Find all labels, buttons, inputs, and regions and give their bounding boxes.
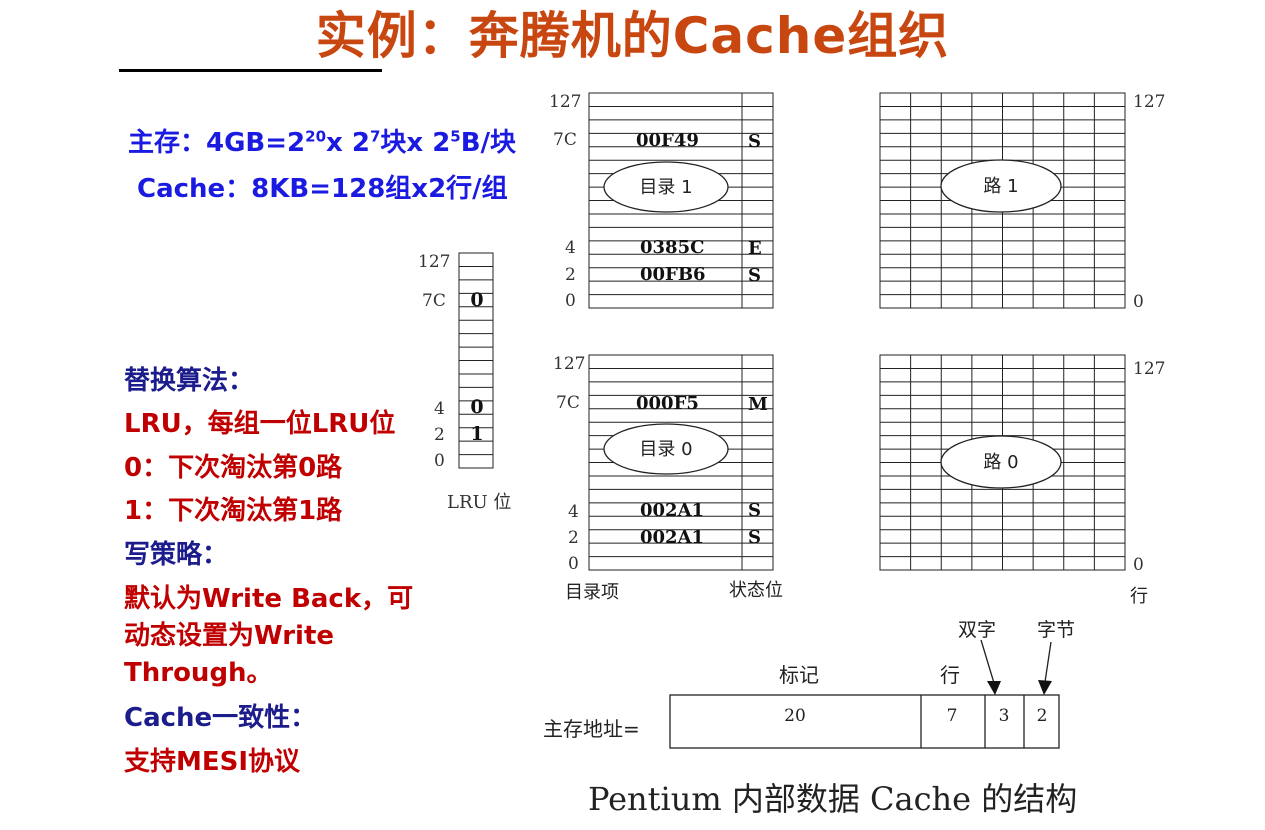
lru-bit-7c: 0 [470,289,483,311]
way0-ellipse [940,435,1062,489]
dir1-row-127: 127 [549,92,581,112]
dir0-state-2: S [748,527,761,548]
address-tag-title: 标记 [779,663,819,687]
address-box [669,694,1060,749]
dir0-row-4: 4 [568,502,579,522]
dir1-tag-2: 00FB6 [640,264,706,285]
dword-arrow-line [980,639,995,684]
address-byte-bits: 2 [1037,706,1048,726]
lru-row-7c: 7C [422,291,446,311]
dir0-col-entry: 目录项 [565,582,619,603]
lru-row-127: 127 [418,252,450,272]
byte-arrow-head [1038,680,1052,695]
dir1-state-4: E [748,238,762,259]
address-dword-title: 双字 [958,619,996,641]
address-line-title: 行 [940,663,960,687]
dir0-tag-7c: 000F5 [636,393,699,414]
dir1-tag-7c: 00F49 [636,130,699,151]
dir0-col-state: 状态位 [729,580,783,601]
cache-spec: Cache：8KB=128组x2行/组 [137,174,508,204]
dir1-row-7c: 7C [553,130,577,150]
dir1-state-2: S [748,265,761,286]
dir0-tag-2: 002A1 [640,527,704,548]
way0-label: 路 0 [983,452,1018,473]
write-heading: 写策略： [124,540,229,570]
replace-heading: 替换算法： [124,366,255,396]
lru-label: LRU 位 [447,492,511,513]
way1-row-0: 0 [1133,292,1144,312]
dir0-row-7c: 7C [556,393,580,413]
way1-label: 路 1 [983,176,1018,197]
dir0-ellipse [603,423,729,475]
coherence-value: 支持MESI协议 [124,747,301,777]
write-policy-line-2: 动态设置为Write [124,621,335,651]
way1-row-127: 127 [1133,92,1165,112]
dir1-ellipse [603,161,729,213]
lru-grid [458,252,494,469]
dir1-state-7c: S [748,131,761,152]
dir0-row-2: 2 [568,528,579,548]
figure-caption: Pentium 内部数据 Cache 的结构 [588,780,1078,818]
address-byte-title: 字节 [1037,619,1075,641]
page-title: 实例：奔腾机的Cache组织 [315,7,950,65]
dir0-label: 目录 0 [639,439,692,460]
dir0-row-127: 127 [553,354,585,374]
write-policy-line-1: 默认为Write Back，可 [124,584,414,614]
dir1-tag-4: 0385C [640,237,704,258]
dir0-state-7c: M [748,394,768,415]
address-label: 主存地址= [543,717,640,741]
lru-bit-4: 0 [470,396,483,418]
byte-arrow-line [1044,641,1052,683]
lru-line: LRU，每组一位LRU位 [124,409,396,439]
title-underline [119,69,382,72]
evict-way1-line: 1：下次淘汰第1路 [124,496,343,526]
evict-way0-line: 0：下次淘汰第0路 [124,453,343,483]
lru-row-4: 4 [434,399,445,419]
coherence-heading: Cache一致性： [124,703,317,733]
way0-row-label: 行 [1130,586,1148,607]
dir0-row-0: 0 [568,554,579,574]
way0-row-0: 0 [1133,555,1144,575]
dir0-tag-4: 002A1 [640,500,704,521]
dir0-state-4: S [748,500,761,521]
write-policy-line-3: Through。 [124,658,273,688]
dir1-label: 目录 1 [639,177,692,198]
dir1-row-2: 2 [565,265,576,285]
lru-row-2: 2 [434,425,445,445]
address-tag-bits: 20 [784,706,806,726]
address-dword-bits: 3 [999,706,1010,726]
main-memory-spec: 主存：4GB=220x 27块x 25B/块 [128,127,517,158]
way0-row-127: 127 [1133,359,1165,379]
lru-bit-2: 1 [470,423,483,445]
lru-row-0: 0 [434,451,445,471]
address-line-bits: 7 [947,706,958,726]
way1-ellipse [940,159,1062,213]
dir1-row-4: 4 [565,238,576,258]
dword-arrow-head [987,681,1001,695]
dir1-row-0: 0 [565,291,576,311]
